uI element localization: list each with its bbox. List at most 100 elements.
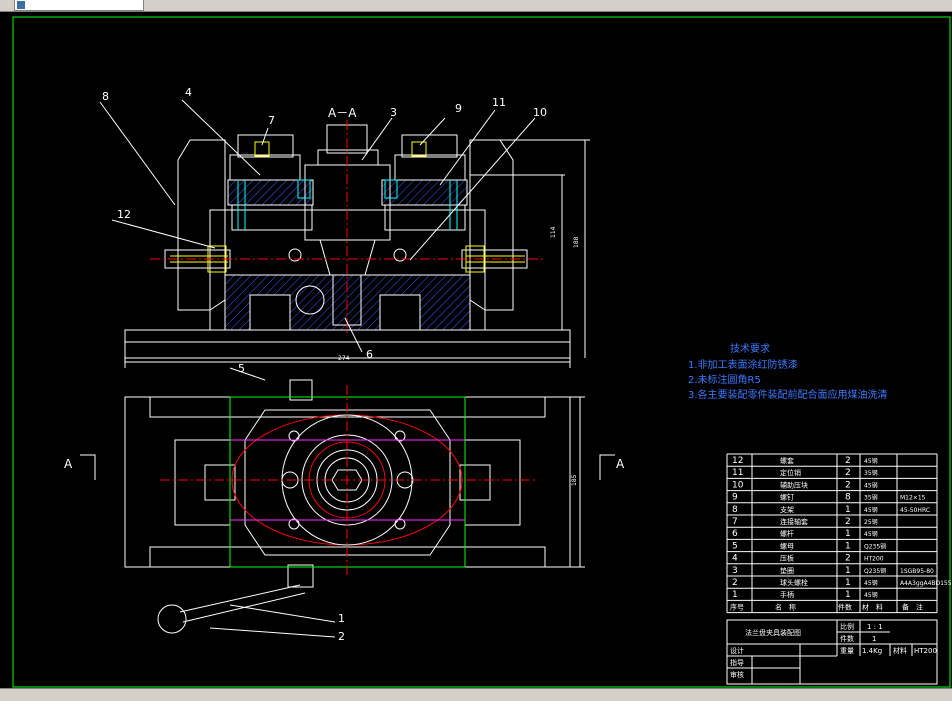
bom-row-no: 10 xyxy=(732,480,744,490)
balloon-12: 12 xyxy=(117,208,131,221)
bom-header-material: 材 料 xyxy=(862,602,883,611)
bom-header-no: 序号 xyxy=(730,602,744,611)
section-label: A－A xyxy=(328,106,357,120)
bom-row-material: Q235钢 xyxy=(864,567,886,575)
status-bar xyxy=(0,688,952,701)
drawing-frame xyxy=(12,16,951,688)
bom-row-qty: 1 xyxy=(845,590,851,600)
balloon-3: 3 xyxy=(390,106,397,119)
bom-row-name: 螺钉 xyxy=(780,493,794,502)
check-label: 指导 xyxy=(730,658,744,667)
bom-row-name: 辅助压块 xyxy=(780,480,808,489)
bom-row-qty: 2 xyxy=(845,554,851,564)
bom-row-no: 6 xyxy=(732,529,738,539)
tech-req-item-1: 1.非加工表面涂红防锈漆 xyxy=(688,358,798,371)
bom-row-qty: 2 xyxy=(845,456,851,466)
bom-row-qty: 1 xyxy=(845,541,851,551)
balloon-11: 11 xyxy=(492,96,506,109)
handle xyxy=(157,367,336,638)
section-details xyxy=(170,141,525,263)
scale-value: 1 : 1 xyxy=(867,623,883,631)
dimension-lines xyxy=(124,139,590,368)
bom-row-qty: 1 xyxy=(845,566,851,576)
leader-lines xyxy=(99,99,536,353)
bom-row-name: 手柄 xyxy=(780,590,794,599)
bom-row-qty: 2 xyxy=(845,517,851,527)
tech-req-item-3: 3.各主要装配零件装配前配合面应用煤油洗清 xyxy=(688,388,888,401)
count-value: 1 xyxy=(872,635,876,643)
right-pressure-plate xyxy=(381,179,468,206)
bom-row-material: 35钢 xyxy=(864,469,878,477)
bom-row-material: 45钢 xyxy=(864,530,878,538)
bom-row-material: 45钢 xyxy=(864,457,878,465)
review-label: 审核 xyxy=(730,670,744,679)
bom-row-name: 连接轴套 xyxy=(780,517,808,526)
bom-row-no: 11 xyxy=(732,468,743,478)
section-markers xyxy=(80,454,615,480)
dim-274: 274 xyxy=(338,355,350,362)
tech-req-item-2: 2.未标注圆角R5 xyxy=(688,373,761,386)
bom-row-qty: 2 xyxy=(845,468,851,478)
balloon-5: 5 xyxy=(238,362,245,375)
drawing-title: 法兰盘夹具装配图 xyxy=(745,628,801,637)
bom-row-name: 螺套 xyxy=(780,456,794,465)
bom-row-qty: 2 xyxy=(845,480,851,490)
bom-row-qty: 1 xyxy=(845,578,851,588)
balloon-2: 2 xyxy=(338,630,345,643)
balloon-7: 7 xyxy=(268,114,275,127)
balloon-1: 1 xyxy=(338,612,345,625)
balloon-10: 10 xyxy=(533,106,547,119)
bom-row-no: 9 xyxy=(732,493,738,503)
bom-row-no: 2 xyxy=(732,578,738,588)
balloon-4: 4 xyxy=(185,86,192,99)
bom-row-note: A4A3ggA4BD155 xyxy=(900,580,952,587)
bom-row-qty: 8 xyxy=(845,493,851,503)
bom-row-name: 螺杆 xyxy=(780,529,794,538)
title-block xyxy=(726,619,938,685)
view-label-left: A xyxy=(64,457,73,471)
bom-row-name: 支架 xyxy=(780,505,794,514)
material-value: HT200 xyxy=(914,647,937,655)
bom-row-material: 45钢 xyxy=(864,481,878,489)
bom-row-material: 45钢 xyxy=(864,591,878,599)
right-support xyxy=(469,139,514,311)
dim-185: 185 xyxy=(571,474,578,486)
left-arm xyxy=(231,204,313,231)
dim-114: 114 xyxy=(550,226,557,238)
bom-header-name: 名 称 xyxy=(775,602,796,611)
view-label-right: A xyxy=(616,457,625,471)
bom-row-no: 3 xyxy=(732,566,738,576)
left-pressure-plate xyxy=(227,179,314,206)
bom-row-qty: 1 xyxy=(845,529,851,539)
bom-row-qty: 1 xyxy=(845,505,851,515)
bom-row-material: 45钢 xyxy=(864,579,878,587)
bom-row-name: 压板 xyxy=(780,554,794,563)
bom-row-name: 定位销 xyxy=(780,468,801,477)
scale-label: 比例 xyxy=(840,622,854,631)
bom-row-no: 4 xyxy=(732,554,738,564)
balloon-9: 9 xyxy=(455,102,462,115)
drawing-tab[interactable] xyxy=(14,0,144,11)
central-cone xyxy=(319,239,376,276)
window-title-bar xyxy=(0,0,952,12)
bom-row-material: Q235钢 xyxy=(864,542,886,550)
balloon-6: 6 xyxy=(366,348,373,361)
bom-row-no: 12 xyxy=(732,456,743,466)
balloon-labels: 8 4 7 3 9 11 10 12 6 xyxy=(102,86,547,361)
right-arm xyxy=(384,204,466,231)
cad-drawing-canvas[interactable]: A－A 8 4 7 3 9 11 10 12 6 114 188 274 xyxy=(0,12,952,688)
drawing-file-icon xyxy=(17,1,25,9)
material-label: 材料 xyxy=(893,646,907,655)
bom-header-note: 备 注 xyxy=(902,602,923,611)
dim-188: 188 xyxy=(573,236,580,248)
bom-row-material: HT200 xyxy=(864,556,884,563)
bom-row-no: 7 xyxy=(732,517,738,527)
bom-row-name: 球头螺栓 xyxy=(780,578,808,587)
bom-row-material: 25钢 xyxy=(864,518,878,526)
bom-header-qty: 件数 xyxy=(838,602,852,611)
bom-row-material: 35钢 xyxy=(864,494,878,502)
technical-requirements: 技术要求 1.非加工表面涂红防锈漆 2.未标注圆角R5 3.各主要装配零件装配前… xyxy=(688,342,888,401)
bom-row-no: 8 xyxy=(732,505,738,515)
bom-row-name: 垫圈 xyxy=(780,566,794,575)
